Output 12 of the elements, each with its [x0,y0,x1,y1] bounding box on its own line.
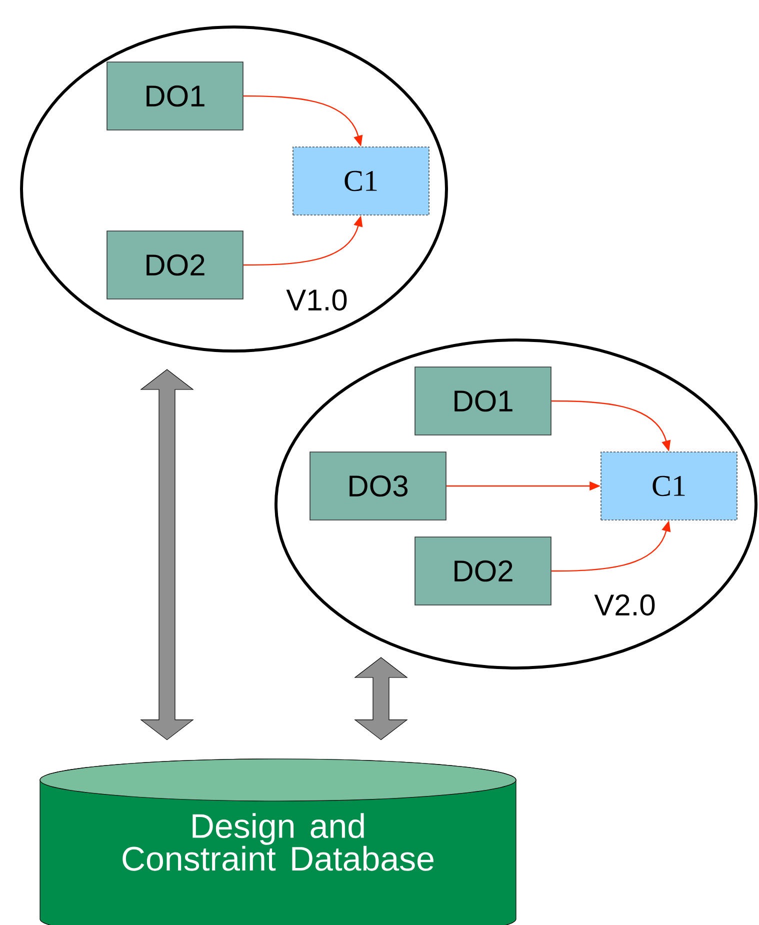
data-object-box: DO2 [414,536,552,606]
data-object-box: DO1 [106,62,244,130]
constraint-box: C1 [292,146,430,216]
data-object-box: DO3 [310,452,446,520]
data-object-box: DO1 [414,366,552,436]
constraint-box: C1 [600,452,738,520]
version-label: V2.0 [594,594,655,616]
double-arrow [354,657,408,740]
version-label: V1.0 [286,289,347,311]
data-object-box: DO2 [106,230,244,300]
double-arrow [140,369,194,740]
database-cylinder: Design and Constraint Database [40,758,516,925]
